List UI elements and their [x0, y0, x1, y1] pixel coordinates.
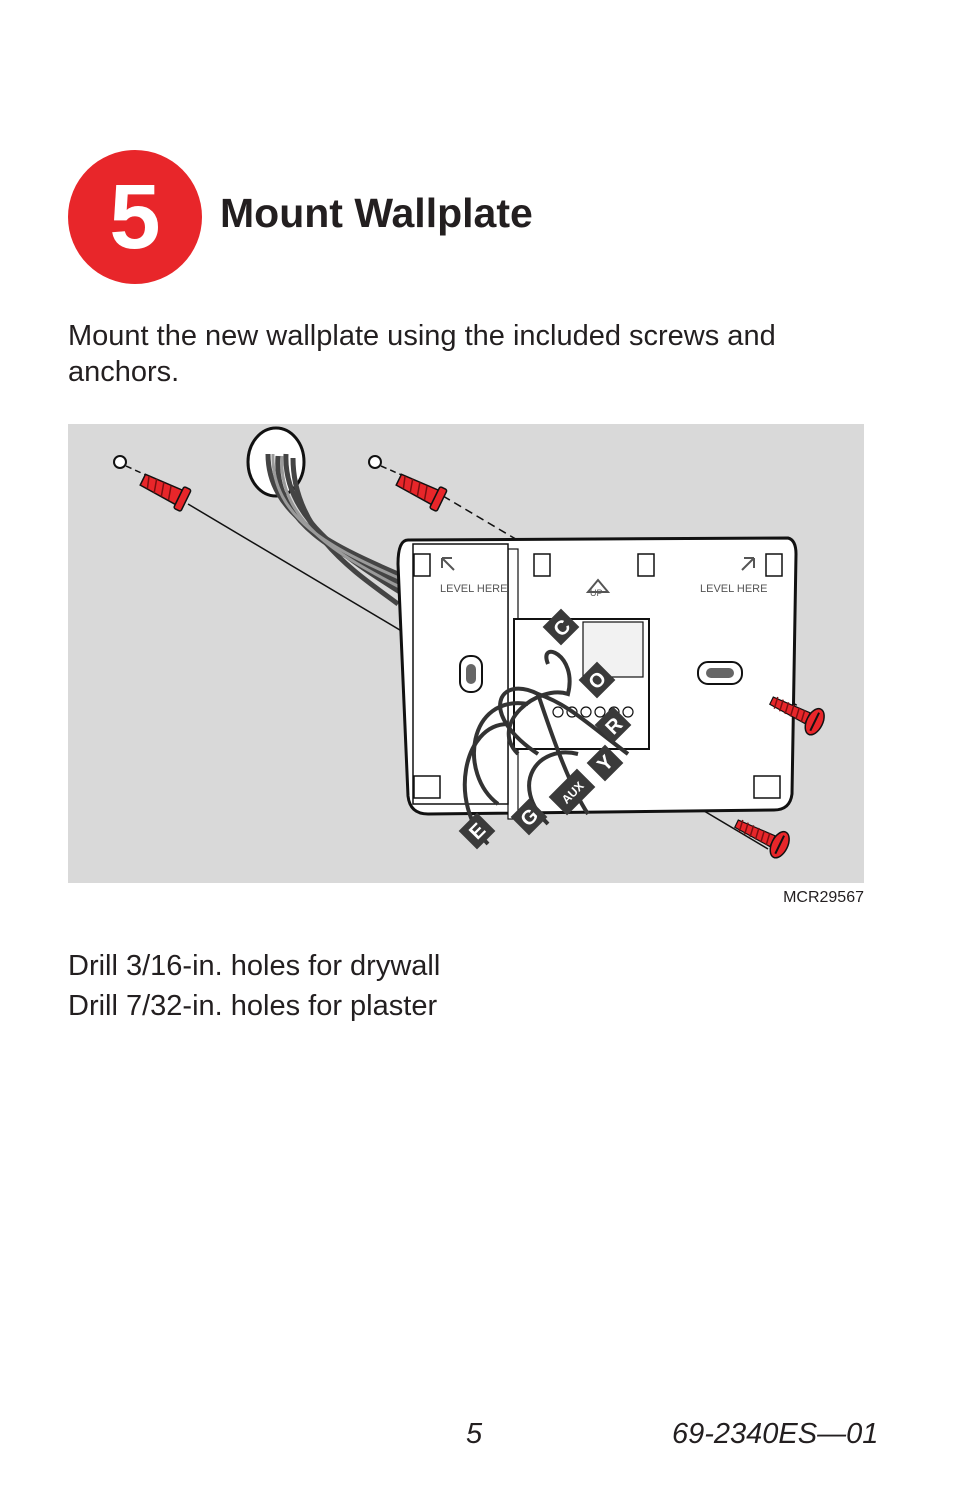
wall-anchor-right [395, 473, 448, 512]
wallplate-diagram: LEVEL HERE LEVEL HERE UP C O R Y [113, 426, 825, 859]
document-number: 69-2340ES—01 [672, 1418, 879, 1450]
thermostat-wires [265, 453, 405, 607]
wall-anchor-left [139, 473, 192, 512]
level-arrow-icon [441, 557, 755, 593]
drill-instructions: Drill 3/16-in. holes for drywall Drill 7… [68, 946, 440, 1026]
page-title: Mount Wallplate [220, 190, 533, 236]
guide-line [380, 465, 405, 477]
drill-hole-right [368, 455, 382, 469]
up-label: UP [590, 588, 603, 598]
page-number: 5 [466, 1418, 483, 1450]
step-number-badge: 5 [68, 150, 202, 284]
intro-text: Mount the new wallplate using the includ… [68, 320, 776, 388]
step-number: 5 [109, 165, 161, 268]
wire-tag-r: R [594, 706, 632, 744]
drill-hole-left [113, 455, 127, 469]
figure-id: MCR29567 [783, 889, 864, 906]
level-here-left-label: LEVEL HERE [440, 583, 507, 595]
guide-line [125, 465, 149, 477]
drill-note-drywall: Drill 3/16-in. holes for drywall [68, 950, 441, 982]
level-here-right-label: LEVEL HERE [700, 583, 767, 595]
wallplate-illustration: LEVEL HERE LEVEL HERE UP C O R Y [68, 424, 864, 883]
mounting-screw-bottom [733, 819, 790, 859]
wire-tag-e: E [458, 812, 496, 850]
mounting-screw-top [768, 696, 825, 736]
drill-note-plaster: Drill 7/32-in. holes for plaster [68, 990, 438, 1022]
wire-tag-y: Y [586, 744, 624, 782]
